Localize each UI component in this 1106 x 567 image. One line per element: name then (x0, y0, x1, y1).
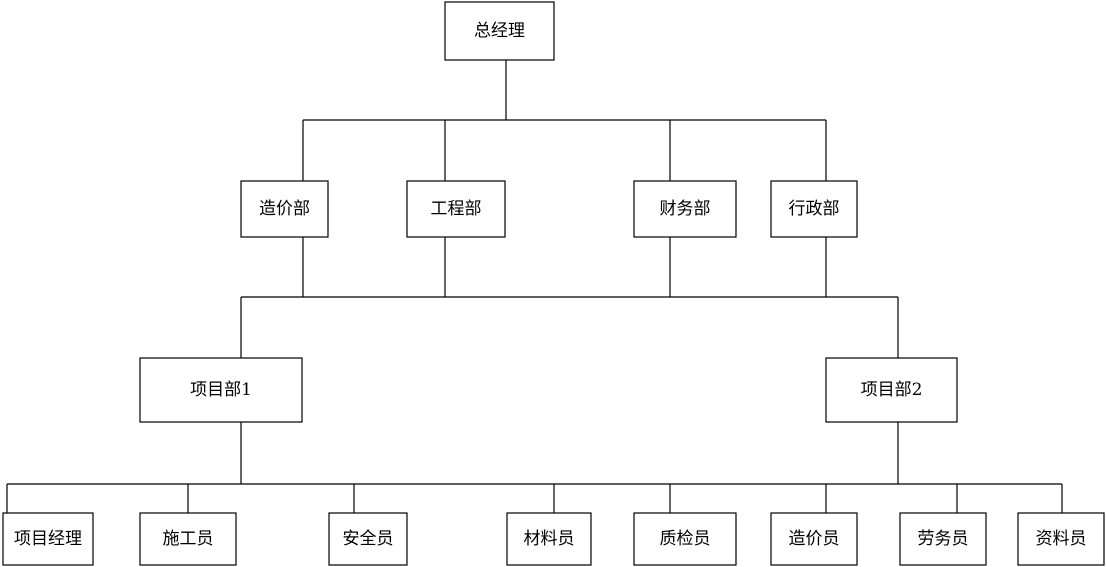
node-box (139, 357, 303, 423)
node-box (506, 512, 592, 566)
node-box (1017, 512, 1105, 566)
node-label: 工程部 (431, 199, 482, 219)
node-department-engineering: 工程部 (406, 180, 506, 238)
connectors (6, 60, 1063, 513)
node-label: 项目部1 (190, 380, 252, 400)
node-box (444, 1, 555, 61)
node-box (139, 512, 237, 566)
node-staff-construction: 施工员 (139, 512, 237, 566)
node-staff-quality: 质检员 (633, 512, 737, 566)
node-label: 造价部 (259, 199, 310, 219)
node-staff-labor: 劳务员 (899, 512, 987, 566)
node-label: 安全员 (343, 529, 394, 549)
node-box (328, 512, 408, 566)
node-label: 质检员 (660, 529, 711, 549)
node-box (633, 180, 737, 238)
node-staff-materials: 材料员 (506, 512, 592, 566)
node-label: 项目经理 (14, 529, 82, 549)
node-label: 劳务员 (918, 529, 969, 549)
node-label: 资料员 (1036, 529, 1087, 549)
node-staff-documents: 资料员 (1017, 512, 1105, 566)
node-department-admin: 行政部 (770, 180, 858, 238)
node-label: 施工员 (163, 529, 214, 549)
node-label: 材料员 (524, 529, 575, 549)
node-label: 总经理 (474, 21, 525, 41)
node-box (825, 357, 958, 423)
node-staff-safety: 安全员 (328, 512, 408, 566)
node-label: 财务部 (660, 199, 711, 219)
node-general-manager: 总经理 (444, 1, 555, 61)
node-label: 行政部 (789, 199, 840, 219)
node-box (770, 180, 858, 238)
node-box (633, 512, 737, 566)
node-label: 项目部2 (861, 380, 923, 400)
node-project-2: 项目部2 (825, 357, 958, 423)
node-box (240, 180, 329, 238)
node-staff-project-manager: 项目经理 (2, 512, 94, 566)
node-department-finance: 财务部 (633, 180, 737, 238)
node-box (406, 180, 506, 238)
node-box (899, 512, 987, 566)
node-label: 造价员 (789, 529, 840, 549)
node-department-cost: 造价部 (240, 180, 329, 238)
node-staff-cost: 造价员 (770, 512, 858, 566)
node-box (2, 512, 94, 566)
node-box (770, 512, 858, 566)
node-project-1: 项目部1 (139, 357, 303, 423)
